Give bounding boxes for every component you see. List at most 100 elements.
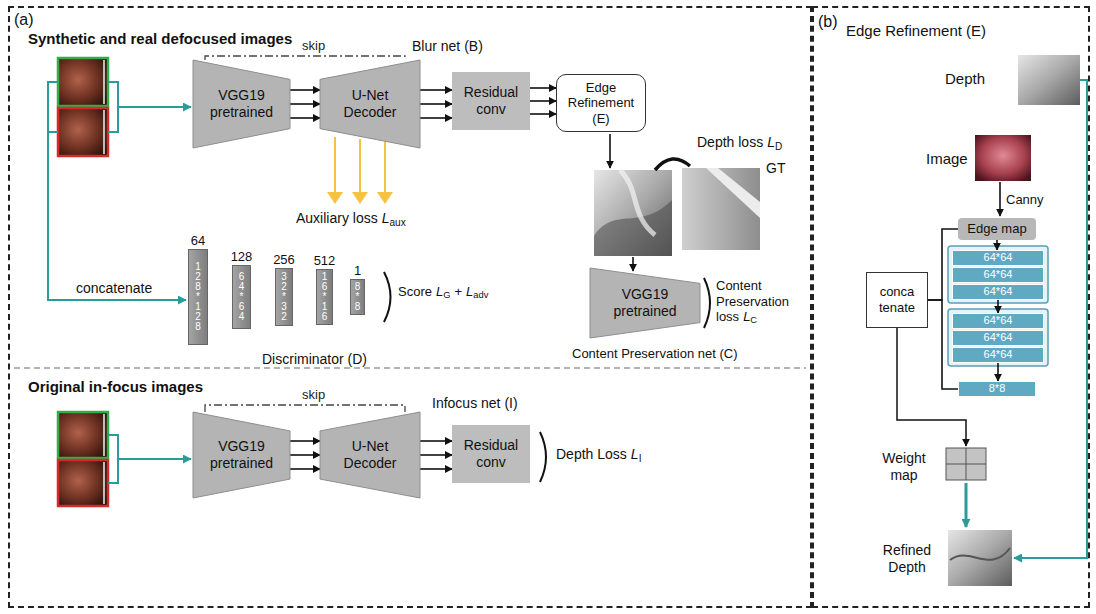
- concat-box: conca tenate: [866, 272, 928, 328]
- label-text: Auxiliary loss: [296, 210, 378, 226]
- connector: [530, 113, 556, 115]
- label-group: Canny: [1006, 192, 1044, 208]
- subscript: D: [775, 141, 782, 152]
- label-text: Image: [926, 150, 968, 167]
- infocus-images: [58, 412, 108, 506]
- node-text: Edge Refinement (E): [562, 80, 640, 127]
- label-group: Content Preservation lossLC: [716, 278, 804, 327]
- label-group: Refined Depth: [872, 542, 942, 576]
- label-text: Weight map: [882, 450, 925, 483]
- node-text: VGG19 pretrained: [203, 438, 281, 472]
- input-wires: [48, 82, 191, 300]
- depth-image: [1018, 55, 1080, 105]
- rgb-image: [975, 135, 1031, 181]
- label-group: Discriminator (D): [262, 351, 367, 368]
- input-arrow: [118, 458, 191, 460]
- connector: [290, 103, 320, 105]
- connector: [420, 440, 452, 442]
- node-text: 64*64: [984, 268, 1013, 281]
- section-heading: Original in-focus images: [28, 378, 203, 395]
- weight-arrow: [965, 483, 968, 527]
- loss-arc: [655, 159, 690, 170]
- label-text: L: [743, 309, 750, 324]
- edge-label: skip: [300, 387, 327, 402]
- label-text: Discriminator (D): [262, 351, 367, 367]
- conv-stack: [948, 309, 1048, 366]
- label-text: Depth: [945, 70, 985, 87]
- flow-arrow: [609, 134, 611, 168]
- node-text: conca tenate: [874, 284, 920, 315]
- subscript: aux: [390, 217, 406, 228]
- input-images: [58, 58, 108, 156]
- discriminator-layer: 12864*64: [232, 265, 251, 329]
- label-group: Infocus net (I): [432, 395, 518, 412]
- feature-block: 8*8: [958, 381, 1036, 397]
- subscript: I: [639, 453, 642, 464]
- surgical-image: [58, 58, 108, 106]
- surgical-image: [58, 460, 108, 506]
- encoder-block: VGG19 pretrained: [193, 412, 290, 498]
- surgical-image: [58, 412, 108, 458]
- label-text: L: [382, 210, 390, 226]
- label-group: Depth LossLI: [556, 446, 641, 465]
- input-arrow: [118, 106, 191, 108]
- connector: [290, 454, 320, 456]
- label-text: Refined Depth: [883, 542, 931, 575]
- subscript: adv: [473, 290, 488, 300]
- subscript: G: [443, 290, 450, 300]
- feature-block: 64*64: [952, 250, 1044, 266]
- decoder-block: U-Net Decoder: [320, 412, 420, 498]
- label-group: Blur net (B): [412, 38, 483, 55]
- bracket: [540, 432, 546, 482]
- feature-block: 64*64: [952, 313, 1044, 329]
- aux-line: [384, 141, 386, 193]
- skip-connection: [205, 56, 405, 60]
- aux-line: [334, 137, 336, 193]
- label-text: Blur net (B): [412, 38, 483, 54]
- trapezoid-shape: [193, 60, 290, 148]
- conv-block: Residual conv: [452, 72, 530, 130]
- grid-frame: [946, 448, 986, 480]
- label-text: Score: [398, 284, 432, 299]
- node-text: 64*64: [984, 285, 1013, 298]
- label-group: Synthetic and real defocused images: [28, 30, 292, 48]
- panel-frame: VGG19 pretrainedU-Net DecoderResidual co…: [8, 6, 812, 608]
- label-group: GT: [766, 160, 785, 177]
- label-text: Infocus net (I): [432, 395, 518, 411]
- label-text: L: [631, 446, 639, 462]
- label-group: Content Preservation net (C): [572, 346, 737, 362]
- layer-size: 512: [301, 253, 348, 269]
- instrument: [103, 110, 105, 154]
- connector: [420, 117, 452, 119]
- connector: [996, 240, 998, 250]
- label-text: L: [466, 284, 473, 299]
- label-text: Depth loss: [697, 134, 763, 150]
- instrument: [103, 462, 105, 504]
- weight-map-grid: [946, 448, 986, 480]
- grid-line: [946, 464, 986, 465]
- feature-block: 64*64: [952, 267, 1044, 283]
- node-text: 8*8: [989, 382, 1006, 395]
- node-text: 64*64: [984, 348, 1013, 361]
- bracket: [384, 272, 391, 322]
- refinement-box: Edge Refinement (E): [556, 74, 646, 132]
- depth-highlight: [620, 170, 655, 235]
- surgical-image: [58, 108, 108, 156]
- label-text: Content Preservation net (C): [572, 346, 737, 361]
- discriminator-layer: 25632*32: [275, 268, 293, 326]
- section-heading: Synthetic and real defocused images: [28, 30, 292, 47]
- connector: [290, 117, 320, 119]
- layer-size: 256: [260, 252, 308, 268]
- node-text: 64*64: [984, 314, 1013, 327]
- aux-head: [327, 192, 343, 204]
- layer-size: 64: [173, 233, 223, 249]
- label-text: concatenate: [76, 280, 152, 296]
- trapezoid-shape: [193, 412, 290, 498]
- layer-shape: 8*8: [355, 282, 361, 312]
- aux-arrows: [327, 137, 393, 204]
- encoder-block: VGG19 pretrained: [193, 60, 290, 148]
- node-text: U-Net Decoder: [337, 438, 403, 472]
- node-text: 64*64: [984, 251, 1013, 264]
- label-group: Depth lossLD: [697, 134, 782, 153]
